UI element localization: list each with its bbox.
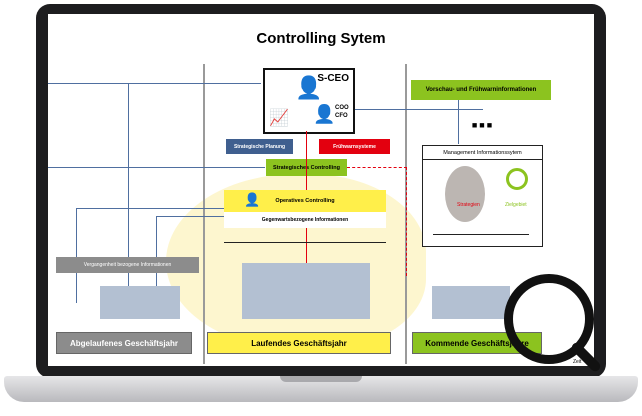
- page-title: Controlling Sytem: [256, 30, 386, 47]
- company-building-icon: [432, 286, 510, 319]
- connector: [76, 208, 224, 209]
- connector: [353, 109, 483, 110]
- bracket: [224, 242, 386, 243]
- vergangenheit-box: Vergangenheit bezogene Informationen: [56, 257, 199, 273]
- ceo-label: S-CEO: [317, 73, 349, 84]
- connector: [156, 216, 224, 217]
- year-current: Laufendes Geschäftsjahr: [207, 332, 391, 354]
- strategien-label: Strategien: [457, 202, 480, 208]
- company-building-icon: [100, 286, 180, 319]
- gegenwart-box: Gegenwartsbezogene Informationen: [224, 212, 386, 228]
- fruehwarnsysteme-box: Frühwarnsysteme: [319, 139, 390, 154]
- strategy-cone: [445, 166, 485, 222]
- cfo-label: CFO: [335, 113, 348, 119]
- person-check-icon: 👤: [244, 192, 261, 207]
- connector: [48, 83, 261, 84]
- strategische-planung-box: Strategische Planung: [226, 139, 293, 154]
- laptop-notch: [280, 376, 362, 382]
- person-icon: 👤: [313, 104, 336, 124]
- year-past: Abgelaufenes Geschäftsjahr: [56, 332, 192, 354]
- red-dotted-arrow: [347, 167, 407, 276]
- person-check-icon: 👤: [295, 75, 323, 100]
- ceo-box: S-CEO 👤 📈 👤 COO CFO: [263, 68, 355, 134]
- operatives-controlling-label: Operatives Controlling: [275, 198, 335, 204]
- zielgebiet-label: Zielgebiet: [505, 202, 527, 208]
- zeit-label: Zeit: [573, 359, 582, 365]
- divider: [203, 64, 205, 364]
- target-icon: [506, 168, 528, 190]
- mis-title: Management Informationssytem: [423, 146, 542, 160]
- more-dots: ■■■: [471, 120, 495, 130]
- mis-box: Management Informationssytem Strategien …: [422, 145, 543, 247]
- connector: [128, 83, 129, 303]
- x-axis: [433, 234, 529, 235]
- laptop-screen: Controlling Sytem S-CEO 👤 📈 👤 COO CFO Vo…: [48, 14, 594, 366]
- company-building-icon: [242, 263, 370, 319]
- vorschau-box: Vorschau- und Frühwarninformationen: [411, 80, 551, 100]
- magnifier-icon: [504, 274, 594, 364]
- operatives-controlling-box: 👤 Operatives Controlling: [224, 190, 386, 212]
- coo-label: COO: [335, 105, 349, 111]
- presenter-icon: 📈: [269, 110, 289, 127]
- connector: [48, 167, 265, 168]
- connector: [458, 94, 459, 144]
- connector: [76, 208, 77, 303]
